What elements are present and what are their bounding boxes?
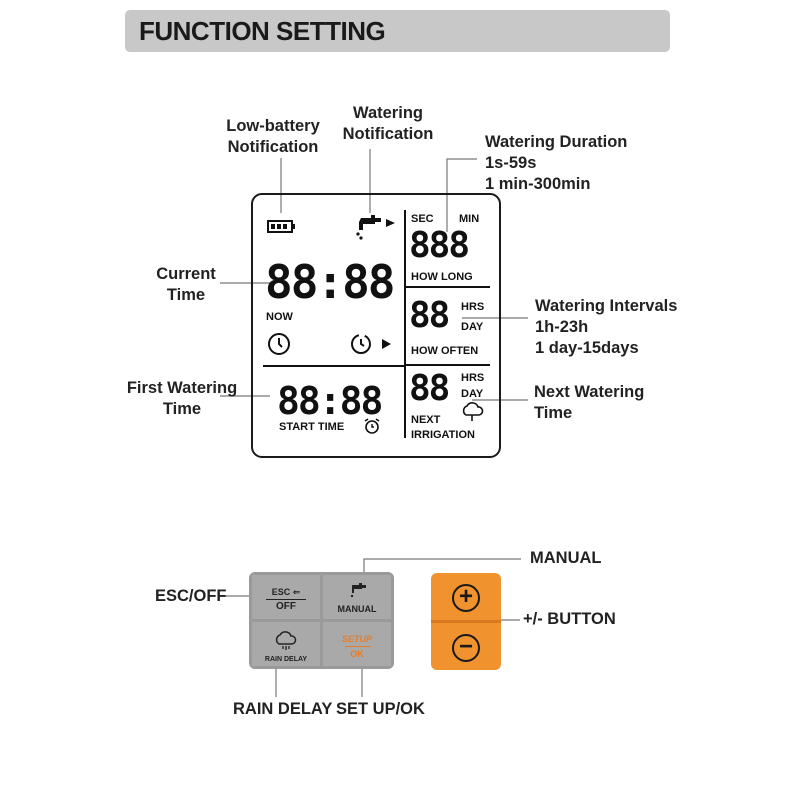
lcd-right-divider-2: [406, 364, 490, 366]
faucet-icon: [350, 583, 366, 597]
start-time-digits: 88:88: [277, 379, 383, 423]
interval-digits: 88: [409, 295, 450, 336]
back-arrow-icon: ⇐: [292, 587, 301, 597]
rain-cloud-icon: [462, 402, 484, 421]
esc-off-label: ESC/OFF: [155, 587, 227, 605]
manual-key[interactable]: MANUAL: [323, 575, 391, 619]
interval-hrs-label: HRS: [461, 301, 485, 313]
manual-label: MANUAL: [530, 549, 602, 567]
rain-delay-key-label: RAIN DELAY: [264, 656, 308, 663]
page-title: FUNCTION SETTING: [139, 16, 386, 46]
next-day-label: DAY: [461, 388, 484, 400]
clock-icon: [268, 333, 290, 355]
cycle-clock-icon: [351, 334, 391, 354]
duration-leader: [446, 158, 477, 232]
plus-minus-label: +/- BUTTON: [523, 610, 616, 628]
manual-key-label: MANUAL: [337, 604, 377, 614]
alarm-clock-icon: [364, 418, 380, 434]
setup-ok-label: SET UP/OK: [336, 700, 425, 718]
setup-divider: [345, 646, 371, 647]
lcd-right-divider-1: [406, 286, 490, 288]
current-time-digits: 88:88: [265, 255, 395, 309]
irrigation-label: IRRIGATION: [411, 429, 475, 441]
now-label: NOW: [266, 311, 293, 323]
battery-icon: [267, 220, 295, 233]
minus-button[interactable]: −: [452, 634, 480, 662]
keypad: ESC ⇐ OFF MANUAL RAIN DELAY SETUP OK: [249, 572, 394, 669]
next-digits: 88: [409, 368, 450, 409]
faucet-icon: [356, 215, 395, 240]
manual-leader: [363, 558, 521, 578]
setup-key-label: SETUP: [341, 634, 372, 644]
next-label: NEXT: [411, 414, 441, 426]
sec-label: SEC: [411, 213, 434, 225]
esc-off-key[interactable]: ESC ⇐ OFF: [252, 575, 320, 619]
off-key-label: OFF: [276, 601, 296, 612]
next-hrs-label: HRS: [461, 372, 485, 384]
esc-divider: [266, 599, 306, 600]
rain-delay-label: RAIN DELAY: [233, 700, 333, 718]
plus-minus-divider: [431, 620, 501, 623]
lcd-left-divider: [263, 365, 404, 367]
start-time-label: START TIME: [279, 421, 345, 433]
ok-key-label: OK: [350, 649, 364, 659]
setup-ok-key[interactable]: SETUP OK: [323, 622, 391, 666]
rain-delay-key[interactable]: RAIN DELAY: [252, 622, 320, 666]
plus-button[interactable]: +: [452, 584, 480, 612]
min-label: MIN: [459, 213, 480, 225]
header-banner: FUNCTION SETTING: [125, 10, 670, 52]
esc-key-label: ESC: [271, 587, 291, 597]
interval-day-label: DAY: [461, 321, 484, 333]
duration-digits: 888: [409, 225, 470, 266]
rain-cloud-icon: [275, 631, 297, 650]
how-often-label: HOW OFTEN: [411, 345, 479, 357]
lcd-vertical-divider: [404, 210, 406, 438]
how-long-label: HOW LONG: [411, 271, 473, 283]
plus-minus-button: + −: [431, 573, 501, 670]
lcd-display: 88:88 NOW 88:88 START TIME SEC MIN 888 H…: [251, 193, 501, 458]
